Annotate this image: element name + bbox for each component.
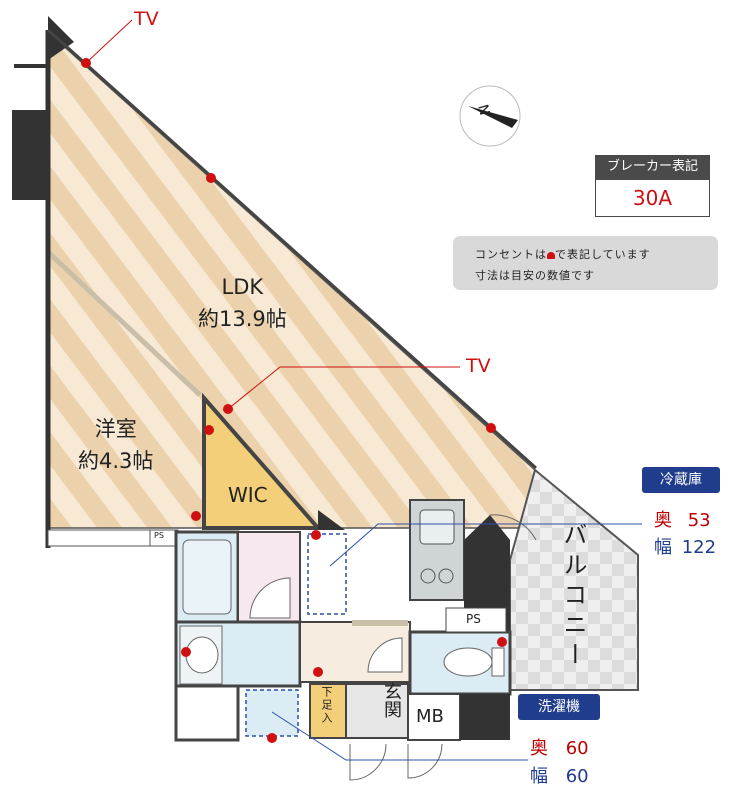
ps-label-top: PS [154,531,164,540]
mb-label: MB [416,706,444,727]
corridor-door-frame [352,620,408,626]
western-name: 洋室 [94,417,137,441]
tv-label-middle: TV [466,355,491,377]
stove-burner-2 [438,568,454,584]
door-swing-toilet [367,637,403,673]
tv-label-top: TV [134,8,159,30]
partition-wall [46,250,202,397]
stove-burner-1 [420,568,436,584]
door-swing-balcony [489,514,537,541]
fridge-depth-value: 53 [687,510,711,531]
western-room-label: 洋室 約4.3帖 [78,414,153,477]
balcony-label: バルコニー [559,522,587,672]
genkan-floor [345,683,409,739]
legend-note: コンセントはで表記しています 寸法は目安の数値です [453,236,718,290]
entrance-label: 玄関 [381,682,402,718]
ldk-name: LDK [221,275,264,299]
fridge-space [307,533,347,615]
ldk-label: LDK 約13.9帖 [198,272,287,335]
door-swing-bath [249,577,291,619]
outlet-icon [547,251,555,259]
washer-width-value: 60 [565,766,589,787]
fridge-title: 冷蔵庫 [642,467,720,493]
wall-left-block [12,110,46,200]
washer-depth-value: 60 [565,738,589,759]
fridge-width-value: 122 [681,537,717,558]
fridge-leader [329,523,642,567]
toilet-tank [491,647,505,677]
shoe-box-label: 下足入 [320,686,333,725]
washer-depth-label: 奥 [530,738,548,759]
bathtub [182,539,232,615]
shoe-box [309,683,347,739]
svg-text:N: N [474,103,492,117]
toilet-bowl [443,647,493,677]
storage-box [174,684,240,742]
fridge-depth: 奥 53 [654,506,711,532]
ldk-size: 約13.9帖 [198,306,287,331]
breaker-value: 30A [595,179,710,217]
wic-label: WIC [228,483,268,507]
washer-width: 幅 60 [530,762,589,788]
washer-title: 洗濯機 [518,694,600,720]
note-line1-pre: コンセントは [475,248,547,261]
wall-diagonal [46,28,538,470]
wall-corner-wic [318,510,345,530]
ps-box-right [445,607,507,633]
washer-space [245,689,299,737]
western-size: 約4.3帖 [78,448,154,473]
fridge-width: 幅 122 [654,533,716,559]
tv-leader-2 [227,366,460,410]
washer-depth: 奥 60 [530,734,589,760]
tv-leader-1 [85,19,133,64]
note-line1-post: で表記しています [555,248,651,261]
wic-floor [202,392,323,530]
washer-width-label: 幅 [530,766,548,787]
mb-box [407,693,461,741]
balcony-floor [509,468,639,691]
compass-needle [468,106,518,128]
washer-leader [271,711,528,761]
wall-corner-top [48,16,74,60]
kitchen-sink [419,509,455,545]
door-swing-entry-2 [407,743,443,779]
note-line2: 寸法は目安の数値です [475,269,595,282]
mb-wall [460,694,510,740]
vanity-basin [185,636,219,674]
fridge-width-label: 幅 [654,537,672,558]
fridge-depth-label: 奥 [654,510,672,531]
ps-label-right: PS [466,612,481,626]
breaker-title: ブレーカー表記 [595,155,710,179]
door-swing-entry-1 [349,743,387,781]
